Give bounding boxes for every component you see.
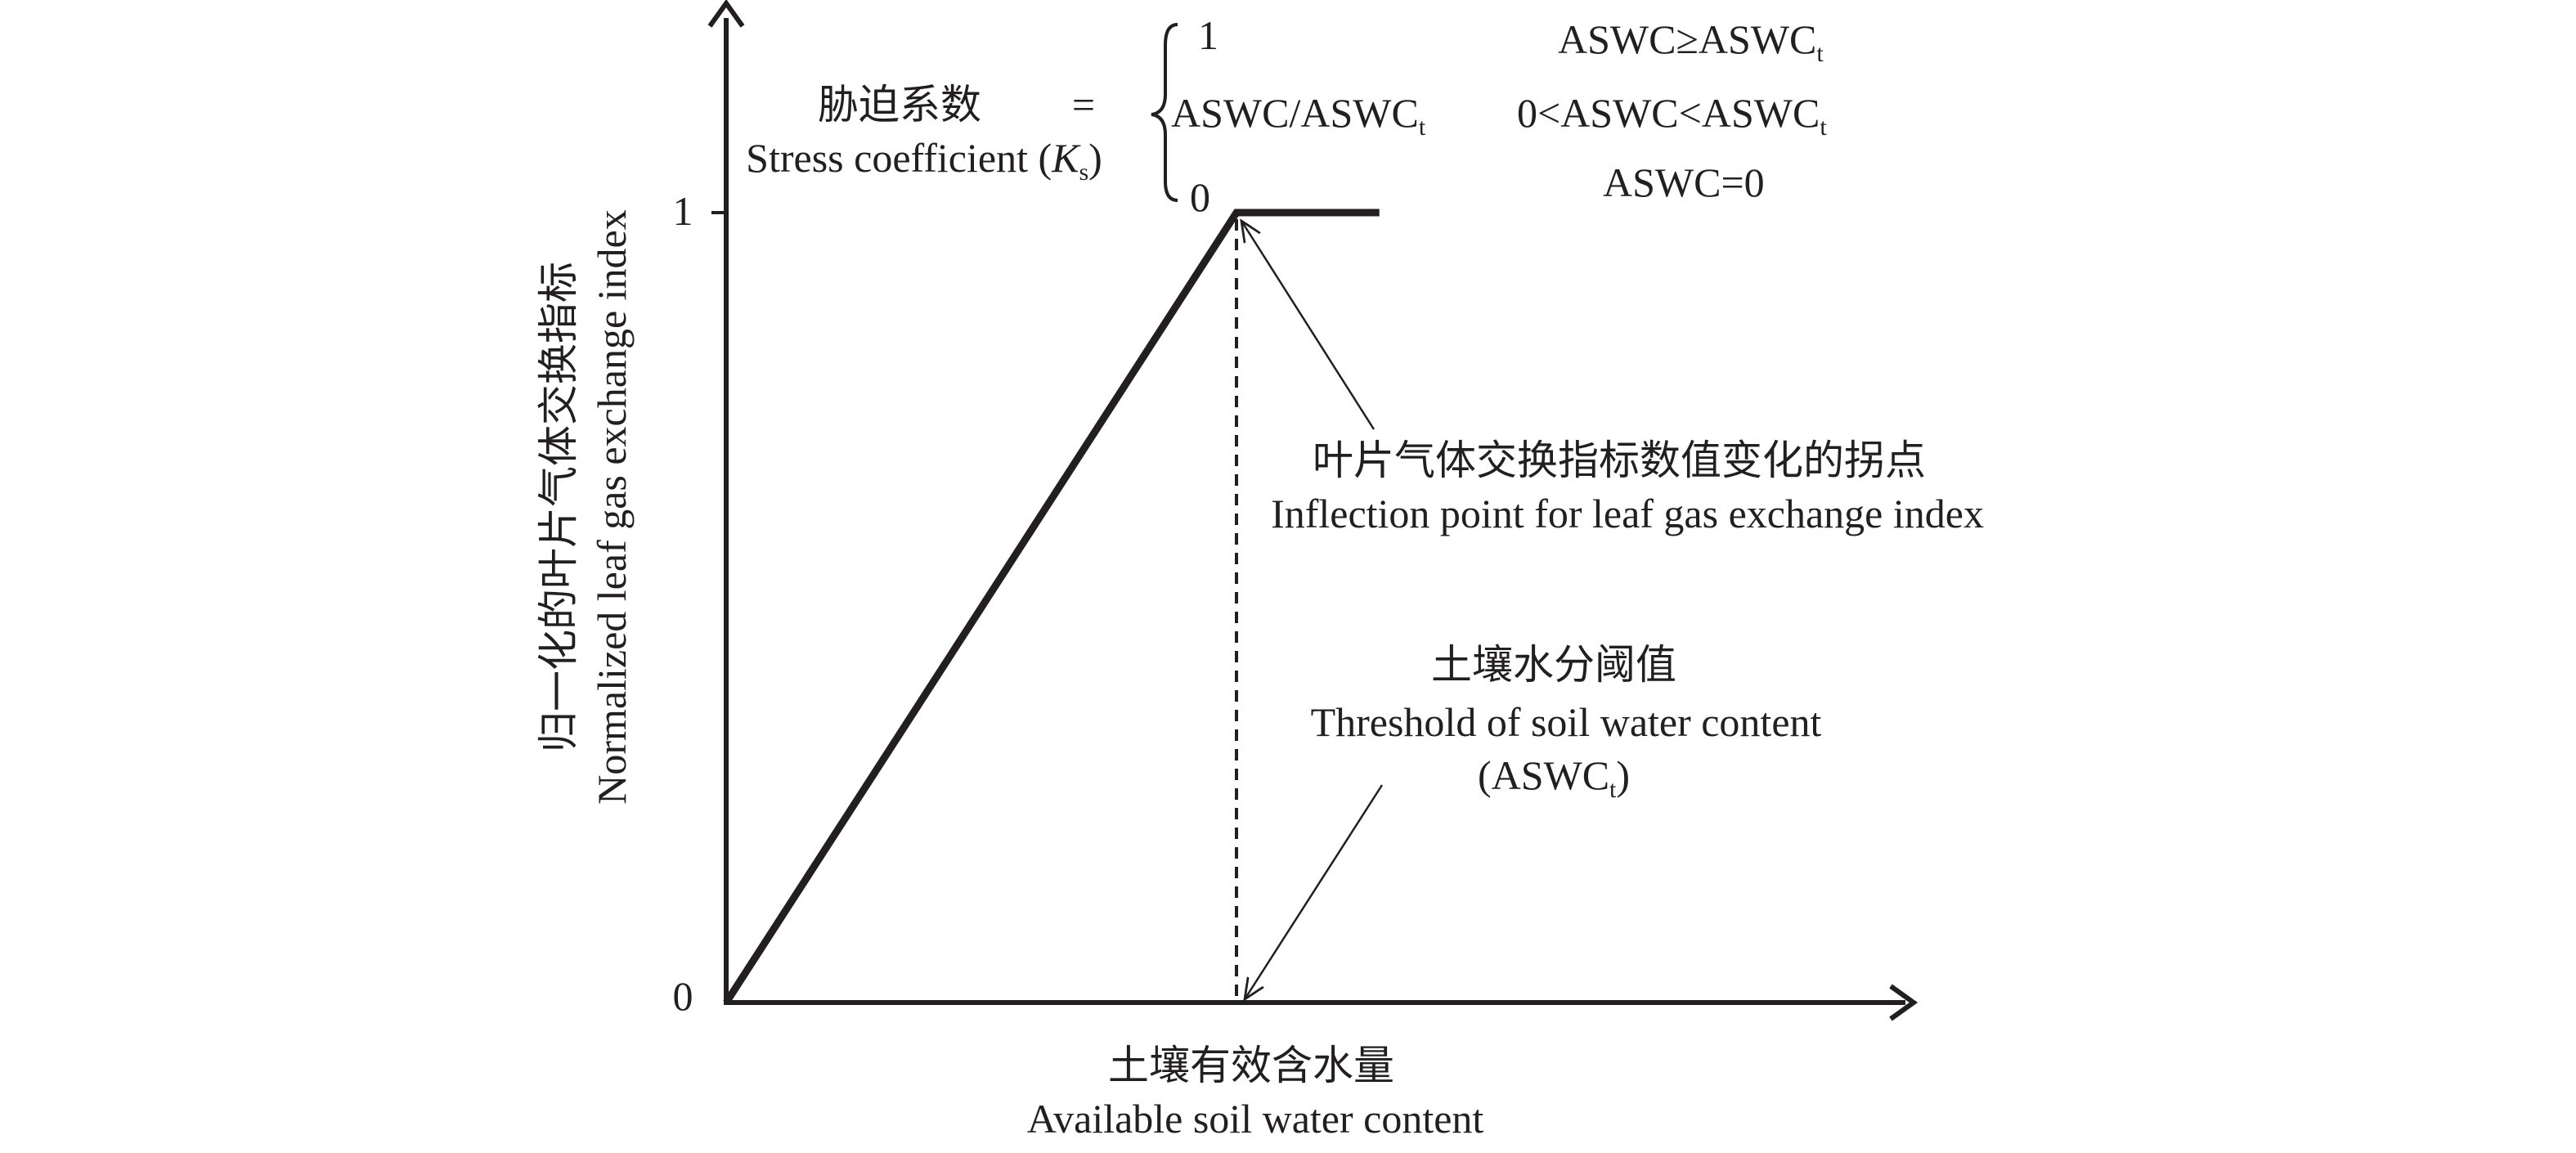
case3-condition: ASWC=0 [1603, 159, 1765, 205]
y-tick-label-1: 1 [673, 188, 693, 234]
inflection-arrow [1241, 221, 1376, 430]
case1-condition: ASWC≥ASWCt [1558, 16, 1824, 67]
inflection-label-zh: 叶片气体交换指标数值变化的拐点 [1313, 437, 1926, 483]
case1-value: 1 [1198, 12, 1218, 58]
inflection-label-en: Inflection point for leaf gas exchange i… [1271, 491, 1984, 536]
y-tick-label-0: 0 [673, 973, 693, 1019]
stress-response-line [723, 209, 1380, 1005]
threshold-label-zh: 土壤水分阈值 [1431, 642, 1676, 688]
threshold-symbol: (ASWCt) [1478, 752, 1630, 803]
formula-lhs-en: Stress coefficient (Ks) [746, 135, 1102, 186]
case3-value: 0 [1190, 174, 1210, 220]
threshold-label-en: Threshold of soil water content [1311, 699, 1822, 745]
y-axis-arrow-icon [707, 0, 745, 28]
stress-coefficient-formula: 胁迫系数 Stress coefficient (Ks) = 1 ASWC≥AS… [746, 12, 1827, 220]
case2-value: ASWC/ASWCt [1171, 90, 1426, 141]
formula-equals: = [1072, 82, 1095, 128]
y-axis-label-en: Normalized leaf gas exchange index [589, 209, 635, 804]
formula-brace-icon [1151, 23, 1178, 202]
case2-condition: 0<ASWC<ASWCt [1517, 90, 1827, 141]
x-axis-label-zh: 土壤有效含水量 [1108, 1043, 1394, 1088]
formula-lhs-zh: 胁迫系数 [818, 82, 981, 128]
threshold-arrow [1245, 784, 1384, 999]
x-axis-arrow-icon [1889, 984, 1919, 1021]
x-axis-label-en: Available soil water content [1027, 1096, 1484, 1142]
y-axis-label-zh: 归一化的叶片气体交换指标 [536, 262, 581, 752]
